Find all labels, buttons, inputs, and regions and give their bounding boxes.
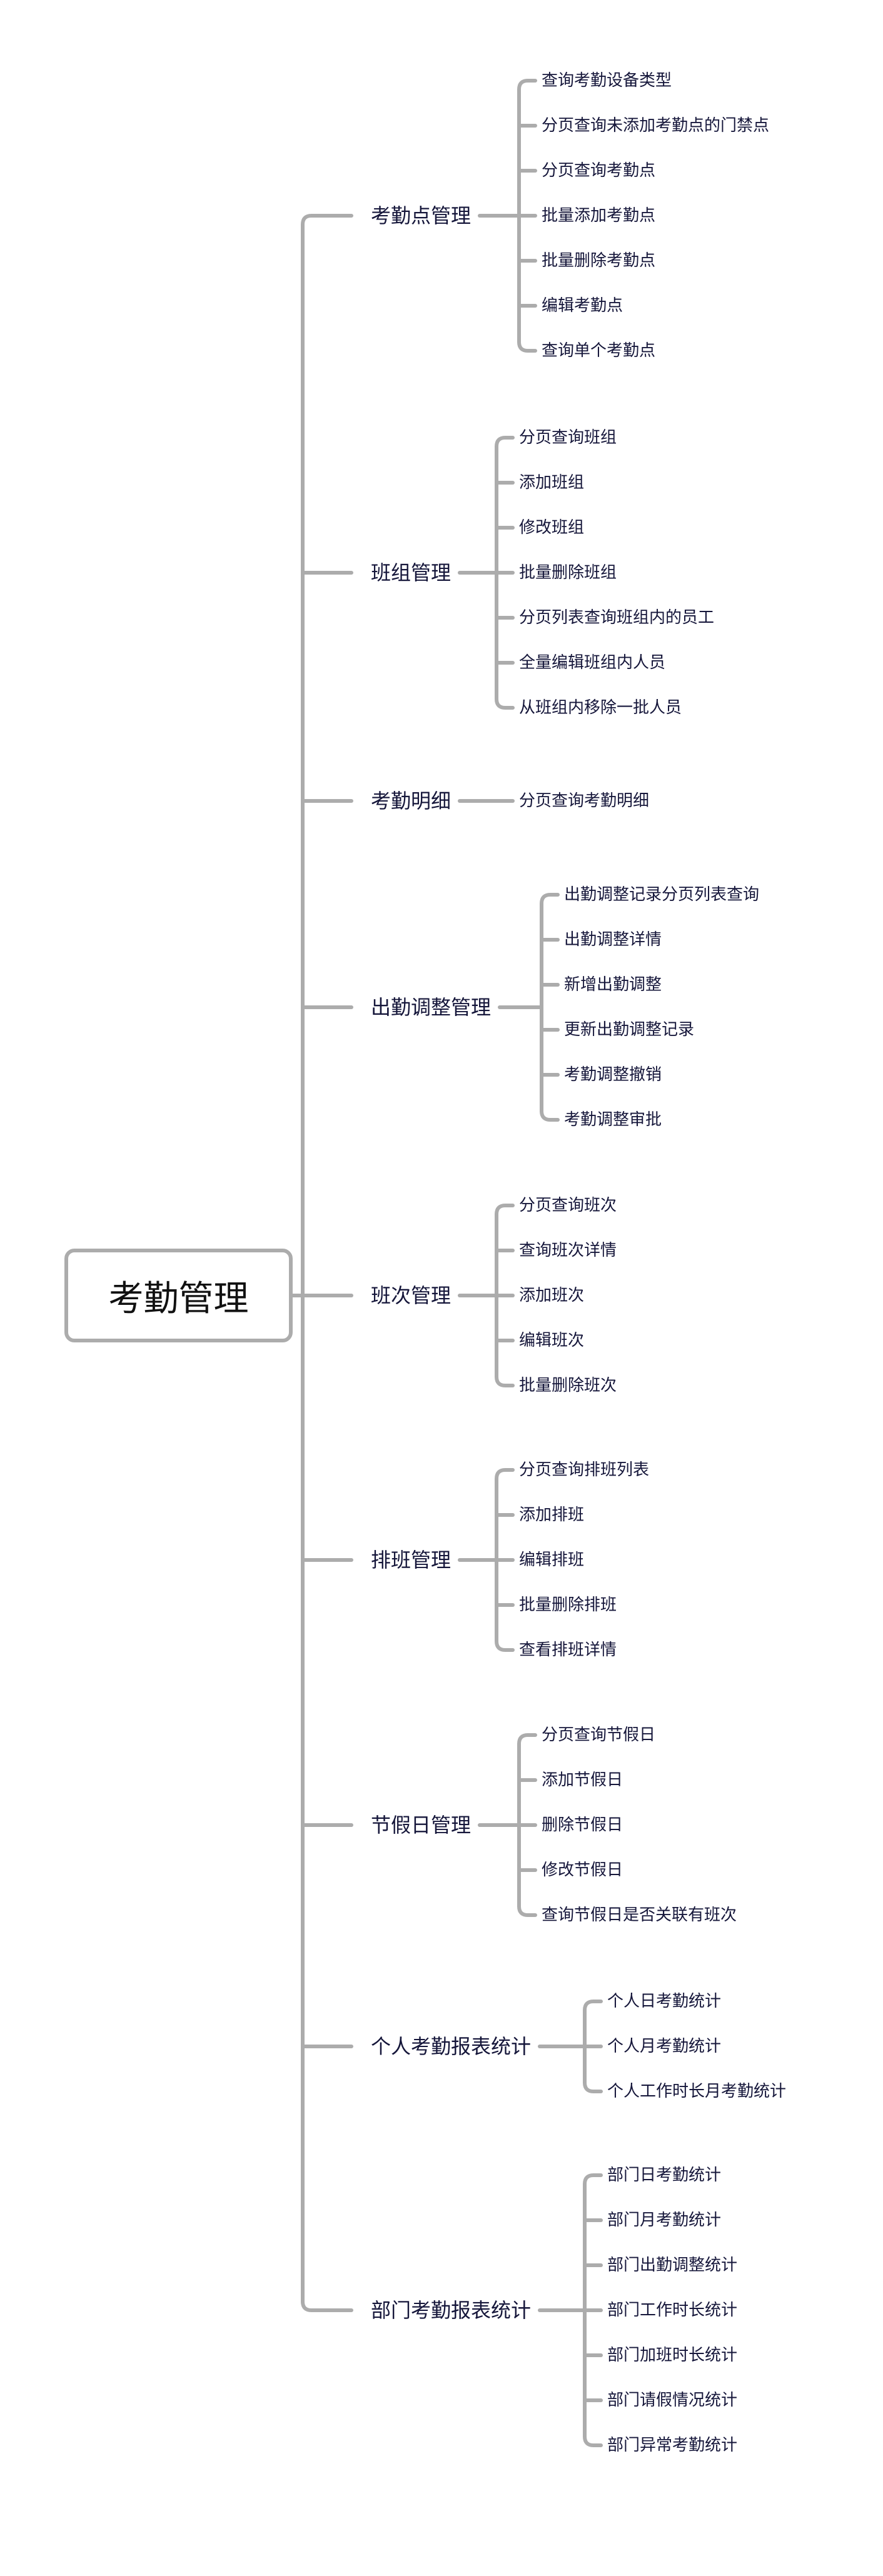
- leaf-node[interactable]: 新增出勤调整: [564, 975, 662, 994]
- leaf-node[interactable]: 批量删除班组: [519, 563, 617, 582]
- leaf-node[interactable]: 批量删除排班: [519, 1596, 617, 1614]
- leaf-node[interactable]: 删除节假日: [542, 1816, 623, 1834]
- leaf-node[interactable]: 编辑考勤点: [542, 296, 623, 315]
- leaf-node[interactable]: 分页查询排班列表: [519, 1461, 650, 1479]
- leaf-node[interactable]: 部门请假情况统计: [607, 2391, 738, 2410]
- leaf-node[interactable]: 分页查询未添加考勤点的门禁点: [542, 116, 770, 135]
- leaf-node[interactable]: 查询考勤设备类型: [542, 71, 672, 90]
- leaf-node[interactable]: 批量添加考勤点: [542, 206, 656, 225]
- leaf-node[interactable]: 部门加班时长统计: [607, 2346, 738, 2365]
- leaf-node[interactable]: 个人工作时长月考勤统计: [607, 2082, 787, 2101]
- leaf-node[interactable]: 查看排班详情: [519, 1641, 617, 1659]
- leaf-node[interactable]: 出勤调整记录分页列表查询: [564, 885, 760, 904]
- leaf-node[interactable]: 更新出勤调整记录: [564, 1020, 695, 1039]
- leaf-node[interactable]: 分页查询班次: [519, 1196, 617, 1215]
- leaf-node[interactable]: 分页查询班组: [519, 428, 617, 447]
- leaf-node[interactable]: 批量删除班次: [519, 1376, 617, 1395]
- branch-node[interactable]: 考勤明细: [371, 789, 452, 813]
- leaf-node[interactable]: 添加节假日: [542, 1771, 623, 1789]
- leaf-node[interactable]: 分页查询节假日: [542, 1726, 656, 1744]
- branch-node[interactable]: 部门考勤报表统计: [371, 2298, 532, 2322]
- leaf-node[interactable]: 从班组内移除一批人员: [519, 698, 682, 717]
- leaf-node[interactable]: 部门月考勤统计: [607, 2211, 722, 2230]
- leaf-node[interactable]: 添加班组: [519, 473, 585, 492]
- leaf-node[interactable]: 查询单个考勤点: [542, 341, 656, 360]
- root-node[interactable]: 考勤管理: [64, 1249, 293, 1342]
- leaf-node[interactable]: 部门工作时长统计: [607, 2301, 738, 2320]
- branch-node[interactable]: 班组管理: [371, 561, 452, 585]
- leaf-node[interactable]: 添加排班: [519, 1506, 585, 1524]
- leaf-node[interactable]: 部门出勤调整统计: [607, 2256, 738, 2275]
- leaf-node[interactable]: 全量编辑班组内人员: [519, 653, 666, 672]
- branch-node[interactable]: 出勤调整管理: [371, 995, 492, 1019]
- leaf-node[interactable]: 查询节假日是否关联有班次: [542, 1906, 737, 1924]
- leaf-node[interactable]: 查询班次详情: [519, 1241, 617, 1260]
- leaf-node[interactable]: 修改节假日: [542, 1861, 623, 1879]
- leaf-node[interactable]: 修改班组: [519, 518, 585, 537]
- leaf-node[interactable]: 个人日考勤统计: [607, 1992, 722, 2011]
- leaf-node[interactable]: 编辑班次: [519, 1331, 585, 1350]
- leaf-node[interactable]: 分页列表查询班组内的员工: [519, 608, 715, 627]
- trunk-spine: [301, 214, 353, 2312]
- leaf-node[interactable]: 批量删除考勤点: [542, 251, 656, 270]
- leaf-node[interactable]: 考勤调整审批: [564, 1110, 662, 1129]
- leaf-node[interactable]: 部门异常考勤统计: [607, 2436, 738, 2455]
- branch-node[interactable]: 排班管理: [371, 1548, 452, 1572]
- leaf-node[interactable]: 出勤调整详情: [564, 930, 662, 949]
- child-bracket-spine: [540, 893, 560, 1122]
- branch-node[interactable]: 班次管理: [371, 1284, 452, 1307]
- leaf-node[interactable]: 个人月考勤统计: [607, 2037, 722, 2056]
- leaf-node[interactable]: 考勤调整撤销: [564, 1065, 662, 1084]
- leaf-node[interactable]: 分页查询考勤明细: [519, 792, 650, 810]
- leaf-node[interactable]: 添加班次: [519, 1286, 585, 1305]
- branch-node[interactable]: 节假日管理: [371, 1813, 472, 1837]
- leaf-node[interactable]: 编辑排班: [519, 1551, 585, 1569]
- branch-node[interactable]: 个人考勤报表统计: [371, 2035, 532, 2058]
- leaf-node[interactable]: 分页查询考勤点: [542, 161, 656, 180]
- branch-node[interactable]: 考勤点管理: [371, 204, 472, 228]
- leaf-node[interactable]: 部门日考勤统计: [607, 2166, 722, 2185]
